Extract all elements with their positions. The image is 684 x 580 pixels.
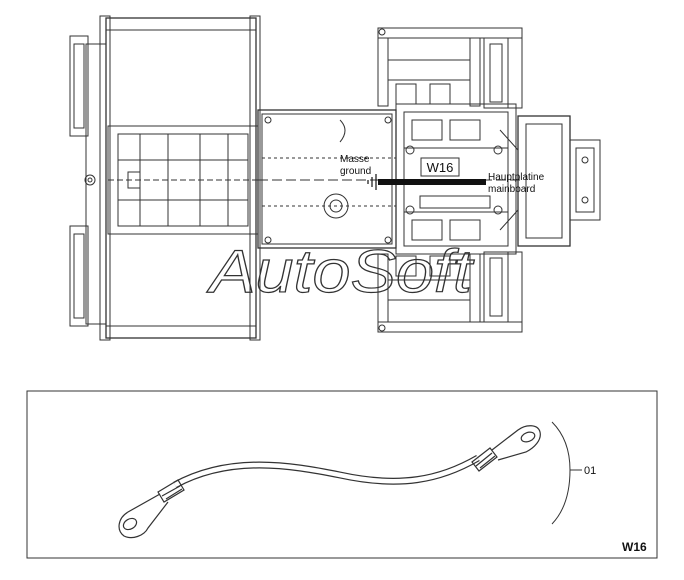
mainboard-label-de: Hauptplatine (488, 172, 545, 183)
ground-symbol-icon (367, 174, 377, 190)
ground-cable-overview (367, 157, 486, 190)
right-ring-terminal (471, 425, 541, 472)
figure-code-label: W16 (622, 540, 647, 554)
ground-label-de: Masse (340, 154, 370, 165)
left-ring-terminal (118, 479, 185, 539)
detail-frame (26, 390, 658, 559)
w16-label-box (420, 157, 460, 177)
lower-arm-frame (377, 251, 523, 333)
item-number-label: 01 (584, 465, 596, 477)
w16-cable-detail (118, 421, 582, 539)
upper-arm-frame (377, 27, 523, 109)
left-drum-assembly (69, 15, 261, 341)
ground-label-en: ground (340, 166, 371, 177)
cable-code-label: W16 (427, 160, 454, 175)
mainboard-label-en: mainboard (488, 184, 535, 195)
autosoft-watermark: AutoSoft (207, 238, 475, 305)
